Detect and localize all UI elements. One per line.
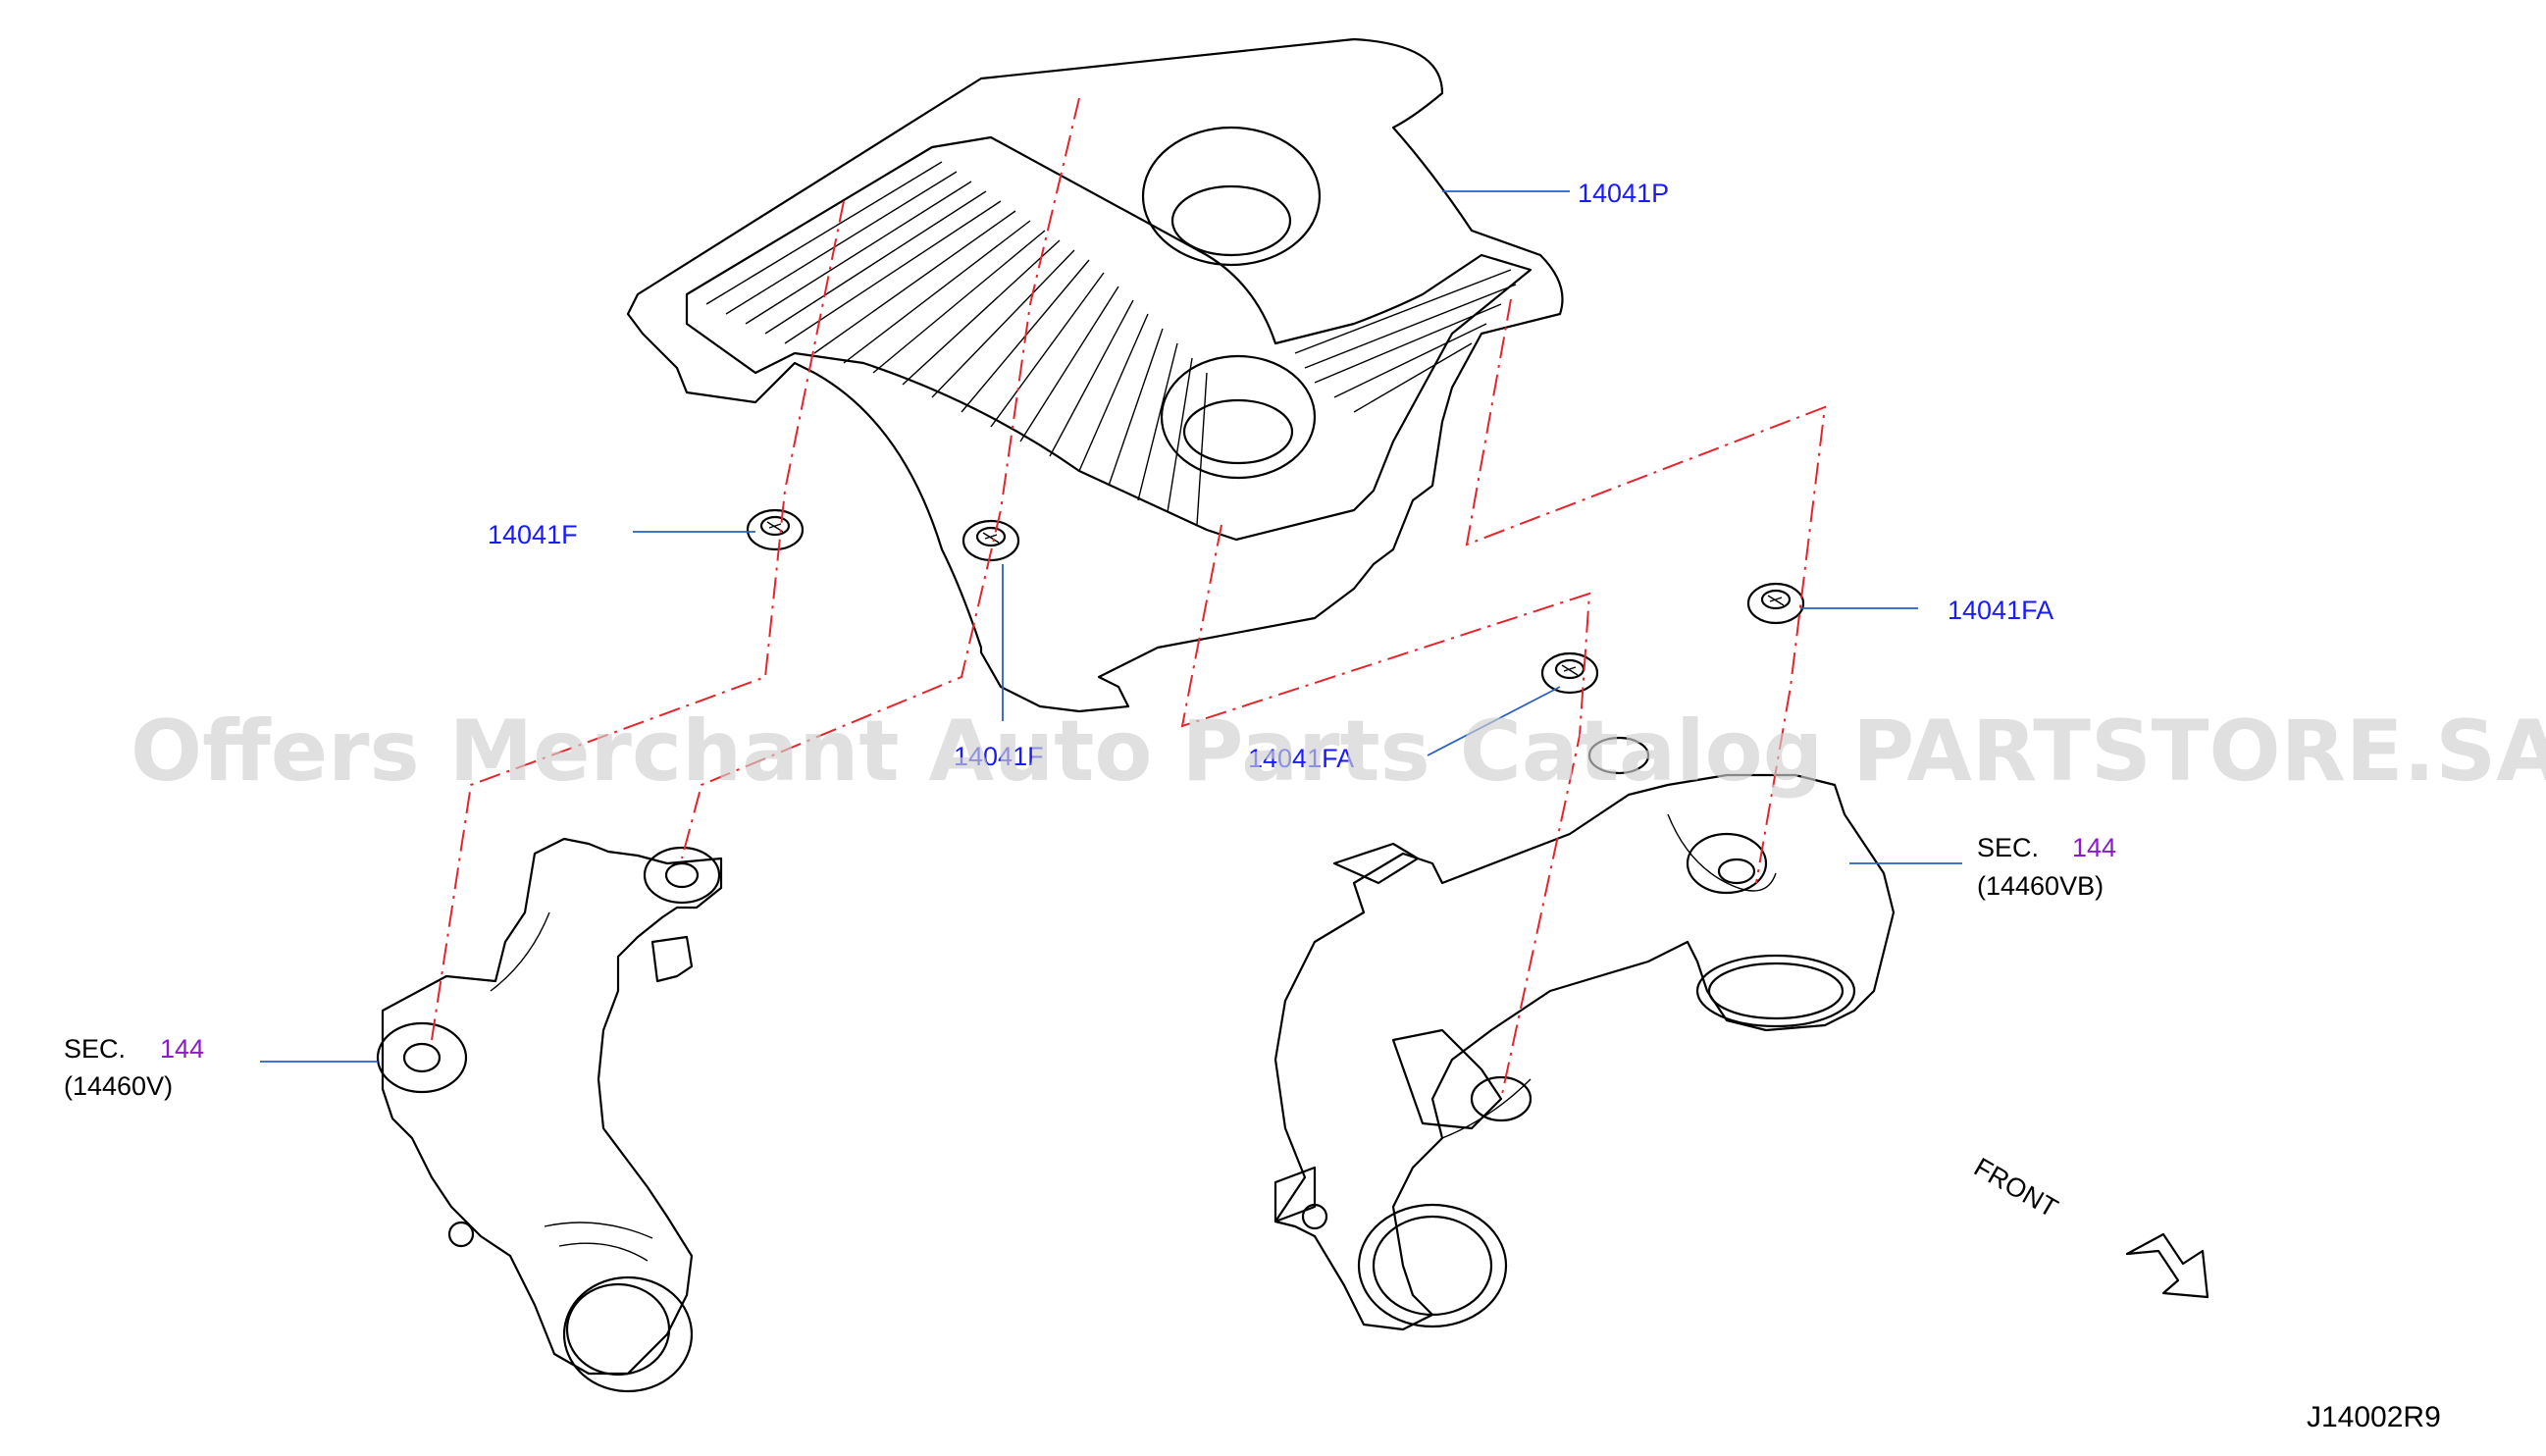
- watermark: Offers Merchant Auto Parts Catalog PARTS…: [130, 702, 2546, 801]
- section-right-prefix: SEC.: [1977, 833, 2039, 862]
- cover-opening-upper: [1141, 126, 1322, 267]
- front-arrow-icon: [2125, 1232, 2209, 1299]
- callout-grommet-left[interactable]: 14041F: [488, 520, 578, 549]
- grommet-right-lower[interactable]: [1540, 651, 1599, 695]
- engine-cover[interactable]: [626, 37, 1564, 713]
- section-right-part: (14460VB): [1977, 871, 2104, 901]
- section-left-part: (14460V): [64, 1071, 173, 1101]
- callout-cover[interactable]: 14041P: [1578, 179, 1669, 208]
- leader-lines: [260, 190, 1962, 1063]
- section-left-number[interactable]: 144: [160, 1034, 204, 1064]
- air-duct-left[interactable]: [376, 837, 723, 1393]
- air-duct-right[interactable]: [1273, 736, 1896, 1331]
- front-label: FRONT: [1969, 1152, 2063, 1222]
- callout-grommet-center[interactable]: 14041F: [954, 742, 1044, 771]
- grommet-right[interactable]: [1746, 582, 1805, 625]
- callout-grommet-right[interactable]: 14041FA: [1948, 596, 2053, 625]
- section-left-prefix: SEC.: [64, 1034, 126, 1064]
- section-right-number[interactable]: 144: [2072, 833, 2116, 862]
- callout-grommet-right-lower[interactable]: 14041FA: [1248, 744, 1354, 773]
- cover-opening-lower: [1160, 354, 1317, 480]
- grommet-left[interactable]: [746, 508, 805, 551]
- cover-ribs: [705, 161, 1517, 526]
- diagram-code: J14002R9: [2307, 1401, 2441, 1433]
- alignment-lines: [431, 97, 1827, 1100]
- grommet-center[interactable]: [961, 519, 1020, 562]
